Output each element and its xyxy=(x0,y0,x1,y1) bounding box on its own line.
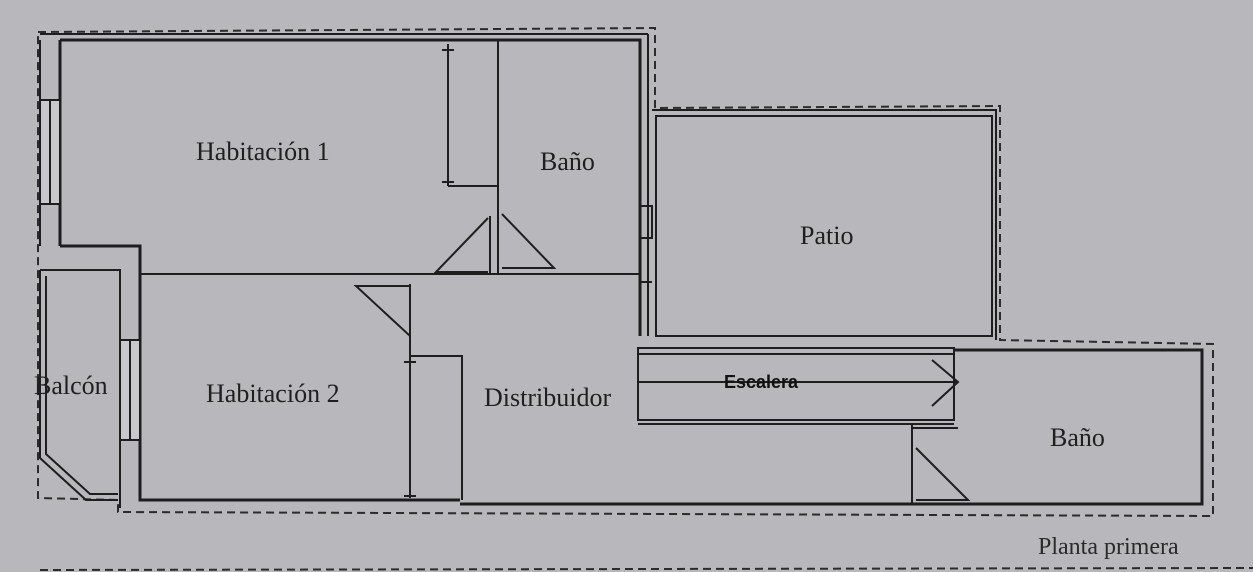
door-habitacion1 xyxy=(433,217,489,273)
label-habitacion1: Habitación 1 xyxy=(196,137,330,166)
balcon-inner xyxy=(45,276,118,495)
label-escalera: Escalera xyxy=(724,372,799,392)
wall-left-block xyxy=(60,38,642,336)
page-bottom-dashed-line xyxy=(39,567,1253,571)
closet-hab2-box xyxy=(410,355,463,500)
outer-boundary-dashed xyxy=(37,26,1214,518)
label-balcon: Balcón xyxy=(34,371,108,400)
patio-outer xyxy=(652,109,997,340)
door-bano2 xyxy=(915,447,971,501)
escalera-arrow-head xyxy=(931,359,960,407)
label-habitacion2: Habitación 2 xyxy=(206,379,340,408)
label-bano2: Baño xyxy=(1050,423,1105,452)
door-habitacion2 xyxy=(353,285,411,339)
bano2-outline xyxy=(460,348,1204,506)
wall-mark-upper xyxy=(639,205,653,239)
plan-caption: Planta primera xyxy=(1038,534,1179,560)
escalera-outline xyxy=(637,347,955,421)
label-patio: Patio xyxy=(800,221,853,250)
label-bano1: Baño xyxy=(540,147,595,176)
label-distribuidor: Distribuidor xyxy=(484,383,611,412)
patio-outline xyxy=(655,115,993,337)
door-bano1 xyxy=(501,213,557,269)
balcon-outline xyxy=(39,270,118,501)
